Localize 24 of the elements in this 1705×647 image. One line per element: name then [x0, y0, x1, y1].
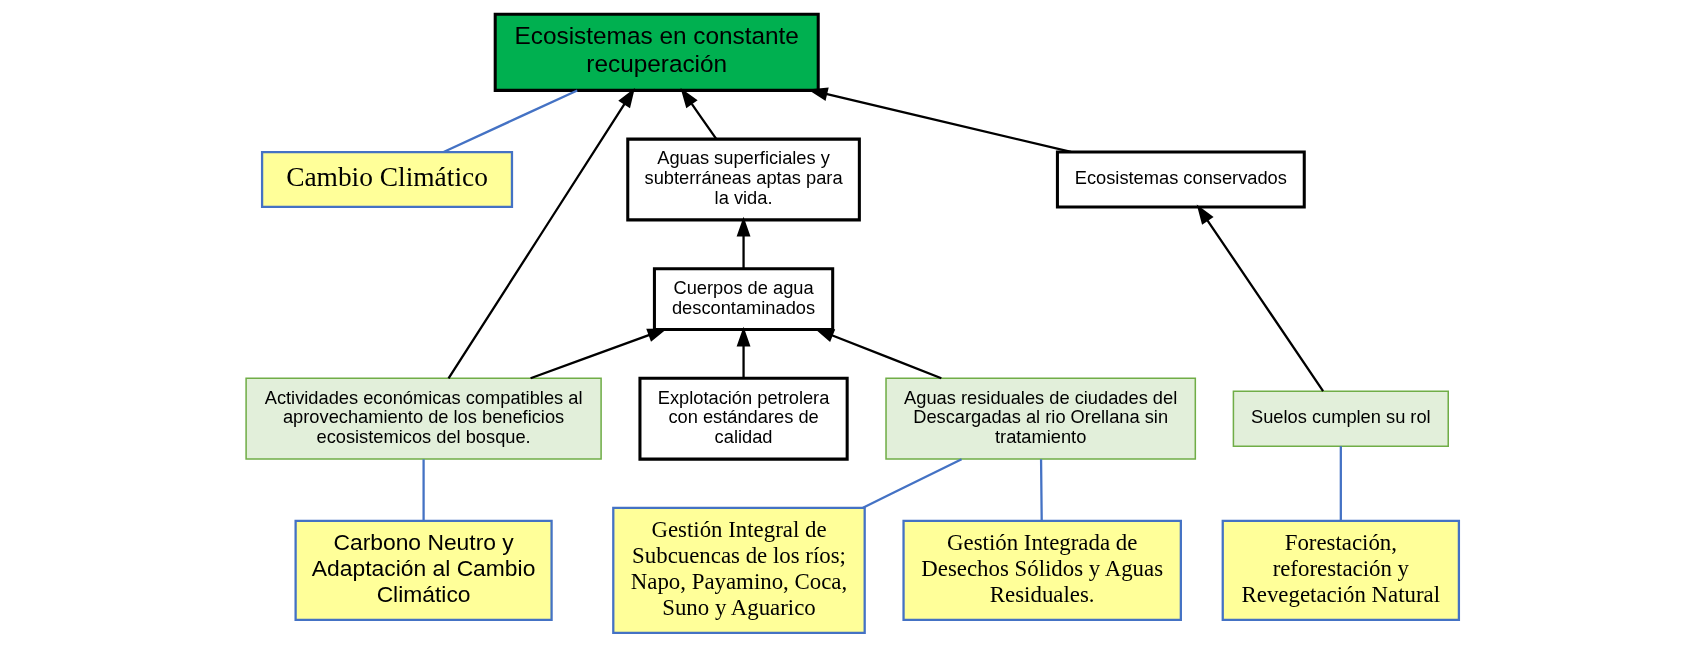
node-box: Forestación, reforestación y Revegetación Natural — [1221, 519, 1461, 621]
arrow — [736, 326, 751, 378]
arrow — [814, 328, 942, 380]
connector — [443, 89, 578, 153]
node-box: Aguas residuales de ciudades del Descargadas al rio Orellana sin tratamiento — [885, 377, 1197, 460]
arrow — [1196, 204, 1325, 392]
node-box: Ecosistemas conservados — [1055, 150, 1306, 209]
node-box: Carbono Neutro y Adaptación al Cambio Climático — [294, 519, 553, 621]
node-box: Gestión Integral de Subcuencas de los ríos; Napo, Payamino, Coca, Suno y Aguarico — [612, 506, 866, 634]
node-box: Actividades económicas compatibles al aprovechamiento de los beneficios ecosistemicos del bosque. — [245, 377, 602, 460]
node-box: Cambio Climático — [260, 150, 514, 209]
connector — [862, 458, 963, 509]
connector — [422, 459, 425, 521]
connector — [1039, 459, 1043, 521]
node-box: Explotación petrolera con estándares de calidad — [638, 376, 849, 461]
connector — [1339, 446, 1342, 521]
arrow — [680, 87, 717, 140]
arrow — [736, 216, 751, 269]
node-box: Suelos cumplen su rol — [1232, 390, 1449, 447]
node-box: Ecosistemas en constante recuperación — [493, 12, 820, 92]
node-box: Gestión Integrada de Desechos Sólidos y Aguas Residuales. — [902, 519, 1182, 621]
node-box: Aguas superficiales y subterráneas aptas para la vida. — [626, 137, 861, 222]
node-box: Cuerpos de agua descontaminados — [652, 267, 835, 332]
arrow — [447, 87, 635, 379]
